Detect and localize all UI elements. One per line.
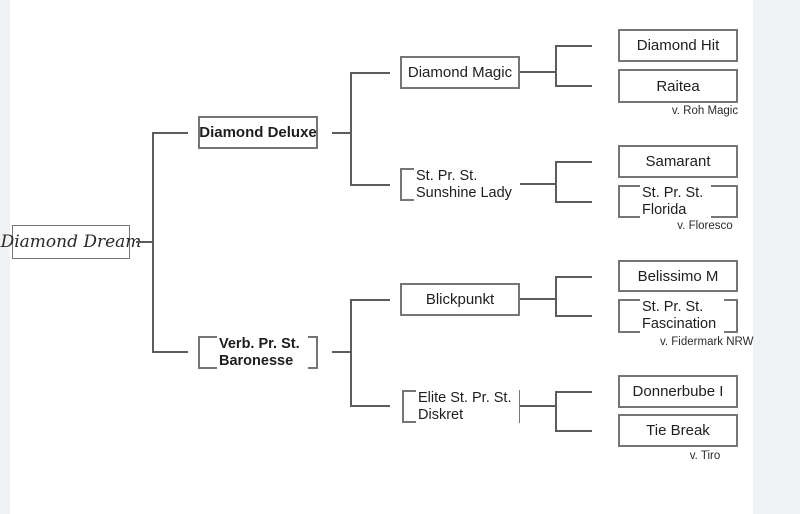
pedigree-box-raitea: Raitea: [618, 69, 738, 103]
horse-name: Belissimo M: [637, 267, 719, 285]
horse-name-multiline: St. Pr. St. Sunshine Lady: [414, 164, 520, 205]
pedigree-box-fascination: St. Pr. St. Fascination: [618, 296, 738, 336]
connector-stub-dream: [136, 241, 152, 243]
connector-arm-tiebreak: [555, 430, 592, 432]
connector-arm-sunshine: [350, 184, 390, 186]
sire-note-floresco: v. Floresco: [677, 220, 733, 232]
connector-trunk-gen1: [152, 132, 154, 353]
horse-name-multiline: St. Pr. St. Florida: [640, 181, 712, 222]
sire-note-roh-magic: v. Roh Magic: [671, 105, 739, 117]
horse-name-line2: Florida: [642, 201, 687, 218]
connector-arm-blickpunkt: [350, 299, 390, 301]
connector-arm-belissimo: [555, 276, 592, 278]
pedigree-box-blickpunkt: Blickpunkt: [400, 283, 520, 316]
horse-name-multiline: St. Pr. St. Fascination: [640, 296, 725, 336]
horse-name: Samarant: [645, 153, 711, 170]
horse-name-line1: St. Pr. St.: [416, 167, 478, 184]
connector-stub-sunshine: [520, 183, 555, 185]
pedigree-box-tie-break: Tie Break: [618, 414, 738, 447]
horse-name-line2: Baronesse: [219, 352, 294, 369]
horse-name: Diamond Magic: [407, 64, 513, 81]
pedigree-box-diskret: Elite St. Pr. St. Diskret: [402, 386, 520, 427]
connector-trunk-baronesse: [350, 299, 352, 407]
horse-name: Diamond Deluxe: [199, 124, 317, 141]
horse-name-multiline: Verb. Pr. St. Baronesse: [217, 332, 308, 373]
horse-name: Blickpunkt: [425, 291, 495, 308]
horse-name-line2: Sunshine Lady: [416, 184, 512, 201]
connector-arm-hit: [555, 45, 592, 47]
horse-name-line1: St. Pr. St.: [642, 299, 704, 315]
connector-stub-magic: [520, 71, 555, 73]
connector-arm-florida: [555, 201, 592, 203]
connector-trunk-sunshine: [555, 161, 557, 203]
connector-arm-donnerbube: [555, 391, 592, 393]
pedigree-box-diamond-deluxe: Diamond Deluxe: [198, 116, 318, 149]
horse-name: Diamond Dream: [0, 232, 142, 252]
connector-arm-samarant: [555, 161, 592, 163]
connector-stub-baronesse: [332, 351, 350, 353]
horse-name-line1: St. Pr. St.: [642, 184, 704, 201]
sire-note-fidermark: v. Fidermark NRW: [660, 336, 754, 348]
connector-stub-diskret: [520, 405, 555, 407]
connector-arm-baronesse: [152, 351, 188, 353]
horse-name-line1: Elite St. Pr. St.: [418, 389, 512, 406]
connector-trunk-magic: [555, 45, 557, 87]
pedigree-box-florida: St. Pr. St. Florida: [618, 181, 738, 222]
pedigree-box-baronesse: Verb. Pr. St. Baronesse: [198, 332, 318, 373]
horse-name: Tie Break: [646, 422, 710, 439]
sire-note-tiro: v. Tiro: [689, 450, 721, 462]
pedigree-box-diamond-magic: Diamond Magic: [400, 56, 520, 89]
pedigree-box-diamond-dream: Diamond Dream: [1, 225, 141, 259]
horse-name: Raitea: [656, 77, 700, 95]
pedigree-box-donnerbube: Donnerbube I: [618, 375, 738, 408]
horse-name: Donnerbube I: [632, 383, 724, 400]
horse-name-line2: Fascination: [642, 316, 717, 332]
connector-arm-magic: [350, 72, 390, 74]
horse-name-multiline: Elite St. Pr. St. Diskret: [416, 386, 520, 427]
pedigree-box-belissimo-m: Belissimo M: [618, 260, 738, 292]
horse-name-line1: Verb. Pr. St.: [219, 335, 300, 352]
connector-arm-deluxe: [152, 132, 188, 134]
connector-arm-raitea: [555, 85, 592, 87]
connector-arm-fascination: [555, 315, 592, 317]
connector-arm-diskret: [350, 405, 390, 407]
connector-stub-blickpunkt: [520, 298, 555, 300]
connector-trunk-deluxe: [350, 72, 352, 186]
connector-trunk-blickpunkt: [555, 276, 557, 317]
pedigree-box-samarant: Samarant: [618, 145, 738, 178]
pedigree-box-sunshine-lady: St. Pr. St. Sunshine Lady: [400, 164, 520, 205]
horse-name-line2: Diskret: [418, 406, 464, 423]
connector-trunk-diskret: [555, 391, 557, 432]
pedigree-box-diamond-hit: Diamond Hit: [618, 29, 738, 62]
horse-name: Diamond Hit: [636, 37, 720, 54]
connector-stub-deluxe: [332, 132, 350, 134]
